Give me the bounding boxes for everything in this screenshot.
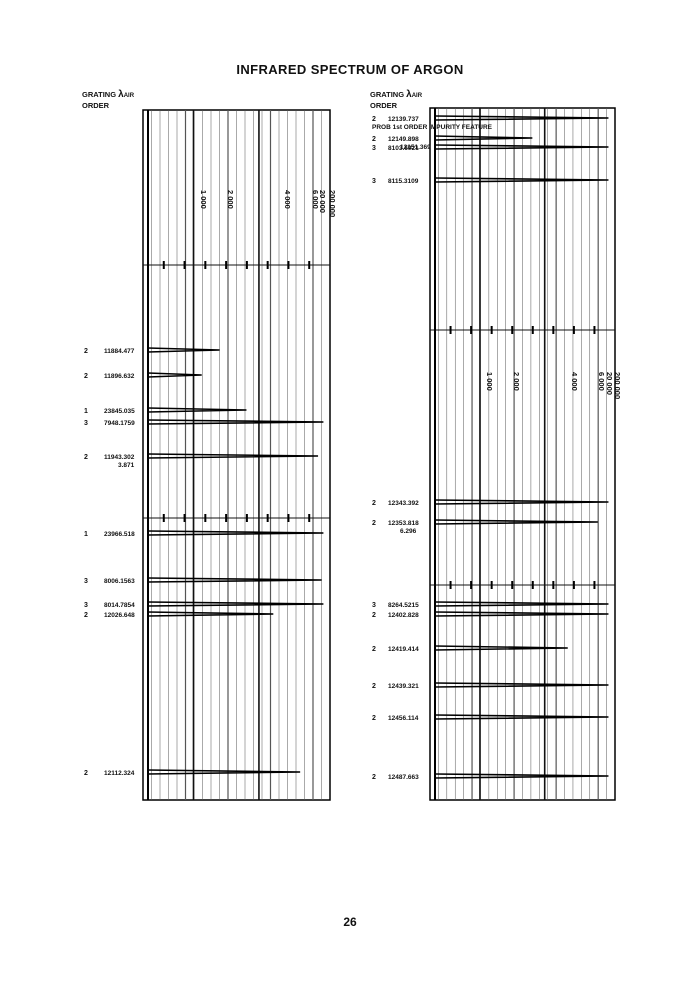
spectral-line-peak [434, 135, 533, 141]
spectral-line-peak [147, 769, 301, 775]
left-header-order: GRATING [82, 90, 117, 99]
spectral-line-wavelength: 8103.6921 [388, 145, 419, 152]
left-header-lambda-sub: AIR [123, 93, 135, 99]
spectral-line-order: 2 [372, 520, 376, 527]
spectral-line-peak [434, 682, 609, 688]
spectral-line-order: 2 [84, 454, 88, 461]
left-header-order2: ORDER [82, 101, 110, 110]
spectral-line-wavelength: 12487.663 [388, 774, 419, 781]
panel-0-scale-label: 20 000 [318, 190, 327, 213]
spectral-line-peak [147, 577, 322, 583]
panel-0-scale-label: 200 000 [328, 190, 337, 217]
left-column-header: GRATING λAIR ORDER [82, 89, 135, 111]
panel-1-scale-label: 4 000 [570, 372, 579, 391]
panel-1-scale-label: 2 000 [512, 372, 521, 391]
right-header-lambda: λ [406, 89, 412, 100]
spectral-line-order: 3 [84, 420, 88, 427]
panel-0-scale-label: 1 000 [199, 190, 208, 209]
spectral-line-order: 2 [372, 116, 376, 123]
spectral-line-peak [147, 372, 202, 378]
spectral-line-wavelength: 12343.392 [388, 500, 419, 507]
spectral-line-peak [434, 519, 598, 525]
spectral-line-peak [434, 611, 609, 617]
spectral-line-wavelength: 12112.324 [104, 770, 135, 777]
spectral-line-order: 2 [84, 373, 88, 380]
right-header-order: GRATING [370, 90, 405, 99]
spectral-line-peak [147, 407, 247, 413]
spectral-line-peak [434, 144, 609, 150]
spectral-line-wavelength-secondary: 3.871 [118, 462, 135, 469]
panel-0-scale-label: 6 000 [311, 190, 320, 209]
spectral-line-wavelength: 12139.737 [388, 116, 419, 123]
spectral-line-peak [434, 645, 568, 651]
spectral-line-order: 3 [372, 145, 376, 152]
spectral-line-wavelength: 8014.7854 [104, 602, 135, 609]
spectral-line-wavelength: 12353.818 [388, 520, 419, 527]
spectral-line-order: 2 [372, 500, 376, 507]
right-header-lambda-sub: AIR [411, 93, 423, 99]
left-header-lambda: λ [118, 89, 124, 100]
spectral-line-wavelength: 7948.1759 [104, 420, 135, 427]
right-column-header: GRATING λAIR ORDER [370, 89, 423, 111]
impurity-annotation: PROB 1st ORDER IMPURITY FEATURE [372, 124, 493, 131]
spectral-line-order: 3 [372, 178, 376, 185]
spectral-line-order: 3 [84, 578, 88, 585]
spectral-line-peak [434, 177, 609, 183]
spectral-line-wavelength: 11896.632 [104, 373, 135, 380]
spectral-line-wavelength: 12026.648 [104, 612, 135, 619]
panel-1-scale-label: 1 000 [485, 372, 494, 391]
spectral-line-wavelength: 8115.3109 [388, 178, 419, 185]
spectral-line-wavelength: 23966.518 [104, 531, 135, 538]
spectral-line-order: 2 [372, 774, 376, 781]
spectral-line-peak [147, 347, 220, 353]
spectral-line-order: 2 [372, 683, 376, 690]
spectral-line-peak [147, 611, 274, 617]
spectral-line-peak [434, 499, 609, 505]
spectral-line-order: 2 [84, 348, 88, 355]
spectral-line-order: 1 [84, 408, 88, 415]
panel-0-scale-label: 4 000 [283, 190, 292, 209]
spectral-line-peak [147, 530, 324, 536]
spectral-line-order: 2 [84, 770, 88, 777]
spectral-line-wavelength-secondary: 12151.369 [400, 144, 431, 151]
panel-1-scale-label: 20 000 [605, 372, 614, 395]
panel-0-scale-label: 2 000 [226, 190, 235, 209]
panel-1-scale-label: 200 000 [613, 372, 622, 399]
spectral-line-wavelength-secondary: 6.296 [400, 528, 417, 535]
spectral-line-wavelength: 11943.302 [104, 454, 135, 461]
spectral-line-wavelength: 12402.828 [388, 612, 419, 619]
spectral-line-order: 1 [84, 531, 88, 538]
spectral-line-order: 2 [372, 715, 376, 722]
spectral-line-wavelength: 12439.321 [388, 683, 419, 690]
spectral-line-peak [434, 773, 609, 779]
spectral-line-order: 3 [372, 602, 376, 609]
spectral-line-order: 2 [84, 612, 88, 619]
spectral-line-wavelength: 8006.1563 [104, 578, 135, 585]
spectral-line-wavelength: 12149.898 [388, 136, 419, 143]
spectral-line-peak [147, 453, 319, 459]
spectral-line-peak [434, 115, 609, 121]
spectral-line-wavelength: 12456.114 [388, 715, 419, 722]
spectral-line-wavelength: 8264.5215 [388, 602, 419, 609]
spectral-line-order: 3 [84, 602, 88, 609]
spectral-line-order: 2 [372, 646, 376, 653]
spectral-line-wavelength: 12419.414 [388, 646, 419, 653]
spectral-line-order: 2 [372, 612, 376, 619]
page-title: INFRARED SPECTRUM OF ARGON [236, 62, 464, 77]
spectral-line-wavelength: 23845.035 [104, 408, 135, 415]
spectral-line-peak [147, 601, 324, 607]
page-number: 26 [343, 915, 357, 929]
spectral-line-order: 2 [372, 136, 376, 143]
spectral-line-peak [147, 419, 324, 425]
spectral-line-peak [434, 601, 609, 607]
right-header-order2: ORDER [370, 101, 398, 110]
spectral-line-peak [434, 714, 609, 720]
spectral-line-wavelength: 11884.477 [104, 348, 135, 355]
panel-1-scale-label: 6 000 [597, 372, 606, 391]
